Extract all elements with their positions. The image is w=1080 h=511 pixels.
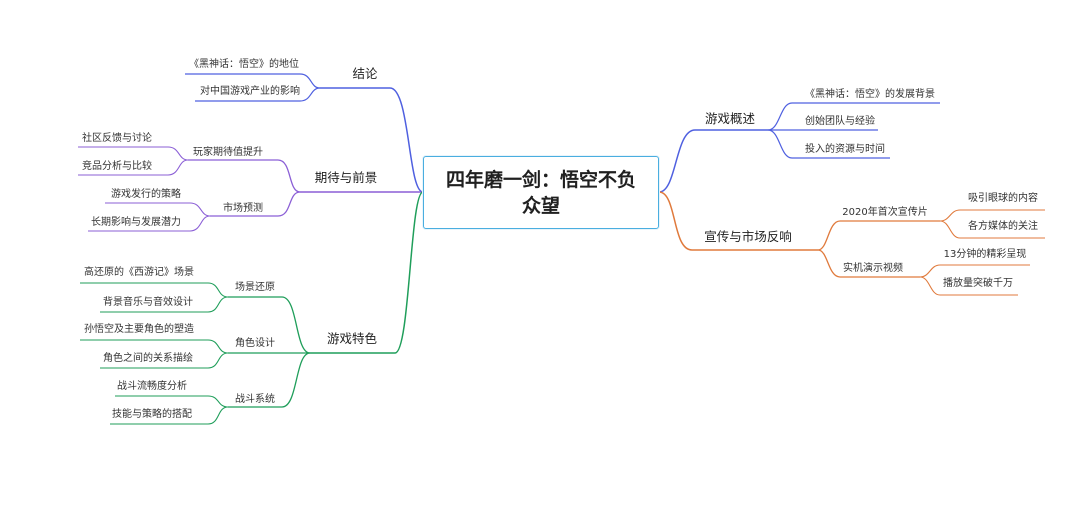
connector-combat-skills xyxy=(207,406,229,425)
leaf-competitor-analysis: 竞品分析与比较 xyxy=(82,159,152,172)
leaf-conclusion-impact: 对中国游戏产业的影响 xyxy=(200,84,300,97)
connector-release-strategy xyxy=(189,202,211,217)
leaf-long-term-impact: 长期影响与发展潜力 xyxy=(91,215,181,228)
connector-features xyxy=(394,191,424,354)
connector-demo-views xyxy=(919,276,941,296)
root-topic-title: 四年磨一剑：悟空不负众望 xyxy=(445,168,636,217)
leaf-character-relations: 角色之间的关系描绘 xyxy=(103,351,193,364)
connector-character-shaping xyxy=(207,339,229,354)
connector-player-expectation xyxy=(277,159,301,193)
connector-overview-resources xyxy=(767,129,793,159)
connector-scene-audio xyxy=(207,296,229,313)
connector-conclusion xyxy=(389,87,424,193)
connector-combat-fluency xyxy=(207,395,229,408)
branch-label-promo: 宣传与市场反响 xyxy=(704,229,792,244)
connector-combat xyxy=(281,352,311,408)
connector-long-term xyxy=(189,215,211,232)
leaf-overview-resources: 投入的资源与时间 xyxy=(805,142,885,155)
leaf-conclusion-status: 《黑神话：悟空》的地位 xyxy=(189,57,299,70)
promo-branch: 宣传与市场反响 2020年首次宣传片 吸引眼球的内容 各方媒体的关注 实机演示视… xyxy=(658,191,1045,296)
connector-scene xyxy=(281,296,311,354)
branch-label-conclusion: 结论 xyxy=(352,66,378,81)
branch-label-features: 游戏特色 xyxy=(327,331,378,346)
connector-overview-background xyxy=(767,102,793,131)
sub-label-trailer: 2020年首次宣传片 xyxy=(842,205,927,218)
connector-scene-restore xyxy=(207,282,229,298)
sub-label-demo: 实机演示视频 xyxy=(843,261,903,274)
connector-trailer-content xyxy=(939,209,961,222)
connector-demo-13min xyxy=(919,264,941,278)
branch-label-overview: 游戏概述 xyxy=(705,111,756,126)
sub-label-market-forecast: 市场预测 xyxy=(223,201,263,214)
leaf-community-feedback: 社区反馈与讨论 xyxy=(82,131,152,144)
leaf-trailer-media: 各方媒体的关注 xyxy=(968,219,1038,232)
leaf-demo-views: 播放量突破千万 xyxy=(943,276,1013,289)
sub-label-combat: 战斗系统 xyxy=(235,392,275,405)
leaf-character-shaping: 孙悟空及主要角色的塑造 xyxy=(84,322,194,335)
leaf-scene-audio: 背景音乐与音效设计 xyxy=(103,295,193,308)
connector-character-relations xyxy=(207,352,229,369)
connector-overview xyxy=(658,129,696,193)
connector-conclusion-impact xyxy=(299,87,321,102)
connector-community xyxy=(167,146,189,161)
features-branch: 游戏特色 场景还原 高还原的《西游记》场景 背景音乐与音效设计 角色设计 孙悟空… xyxy=(80,191,424,425)
sub-label-scene: 场景还原 xyxy=(235,280,275,293)
leaf-scene-restore: 高还原的《西游记》场景 xyxy=(84,265,194,278)
leaf-overview-background: 《黑神话：悟空》的发展背景 xyxy=(805,87,935,100)
connector-demo xyxy=(817,249,841,278)
connector-trailer-media xyxy=(939,220,961,239)
overview-branch: 游戏概述 《黑神话：悟空》的发展背景 创始团队与经验 投入的资源与时间 xyxy=(658,87,940,193)
leaf-combat-fluency: 战斗流畅度分析 xyxy=(117,379,187,392)
branch-label-expectation: 期待与前景 xyxy=(315,170,378,185)
leaf-demo-13min: 13分钟的精彩呈现 xyxy=(944,247,1027,260)
root-topic-node[interactable]: 四年磨一剑：悟空不负众望 xyxy=(423,156,659,229)
sub-label-character: 角色设计 xyxy=(235,336,275,349)
connector-market-forecast xyxy=(277,191,301,217)
leaf-release-strategy: 游戏发行的策略 xyxy=(111,187,181,200)
leaf-trailer-content: 吸引眼球的内容 xyxy=(968,191,1038,204)
conclusion-branch: 结论 《黑神话：悟空》的地位 对中国游戏产业的影响 xyxy=(185,57,424,193)
leaf-combat-skills: 技能与策略的搭配 xyxy=(112,407,192,420)
expectation-branch: 期待与前景 玩家期待值提升 社区反馈与讨论 竞品分析与比较 市场预测 游戏发行的… xyxy=(78,131,423,232)
leaf-overview-team: 创始团队与经验 xyxy=(805,114,875,127)
sub-label-player-expectation: 玩家期待值提升 xyxy=(193,145,263,158)
connector-conclusion-status xyxy=(299,73,321,89)
connector-promo xyxy=(658,191,693,251)
connector-competitor xyxy=(167,159,189,176)
connector-trailer xyxy=(817,220,841,251)
